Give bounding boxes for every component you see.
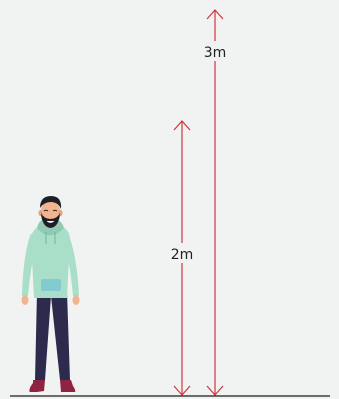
person-shoes: [29, 380, 76, 395]
person-hoodie-pocket: [41, 279, 61, 291]
person-right-shoe: [60, 380, 75, 393]
person-illustration: [22, 196, 80, 395]
person-right-leg: [51, 292, 70, 380]
person-left-sole: [29, 392, 45, 395]
person-left-shoe: [29, 380, 45, 393]
measure-arrow-3m: 3m: [200, 10, 230, 395]
person-left-leg: [35, 292, 51, 380]
height-label-3m: 3m: [204, 45, 227, 61]
height-label-2m: 2m: [171, 247, 194, 263]
measure-arrow-2m: 2m: [167, 121, 197, 395]
person-left-hand: [22, 295, 29, 305]
person-right-hand: [73, 295, 80, 305]
person-right-sole: [60, 392, 76, 395]
